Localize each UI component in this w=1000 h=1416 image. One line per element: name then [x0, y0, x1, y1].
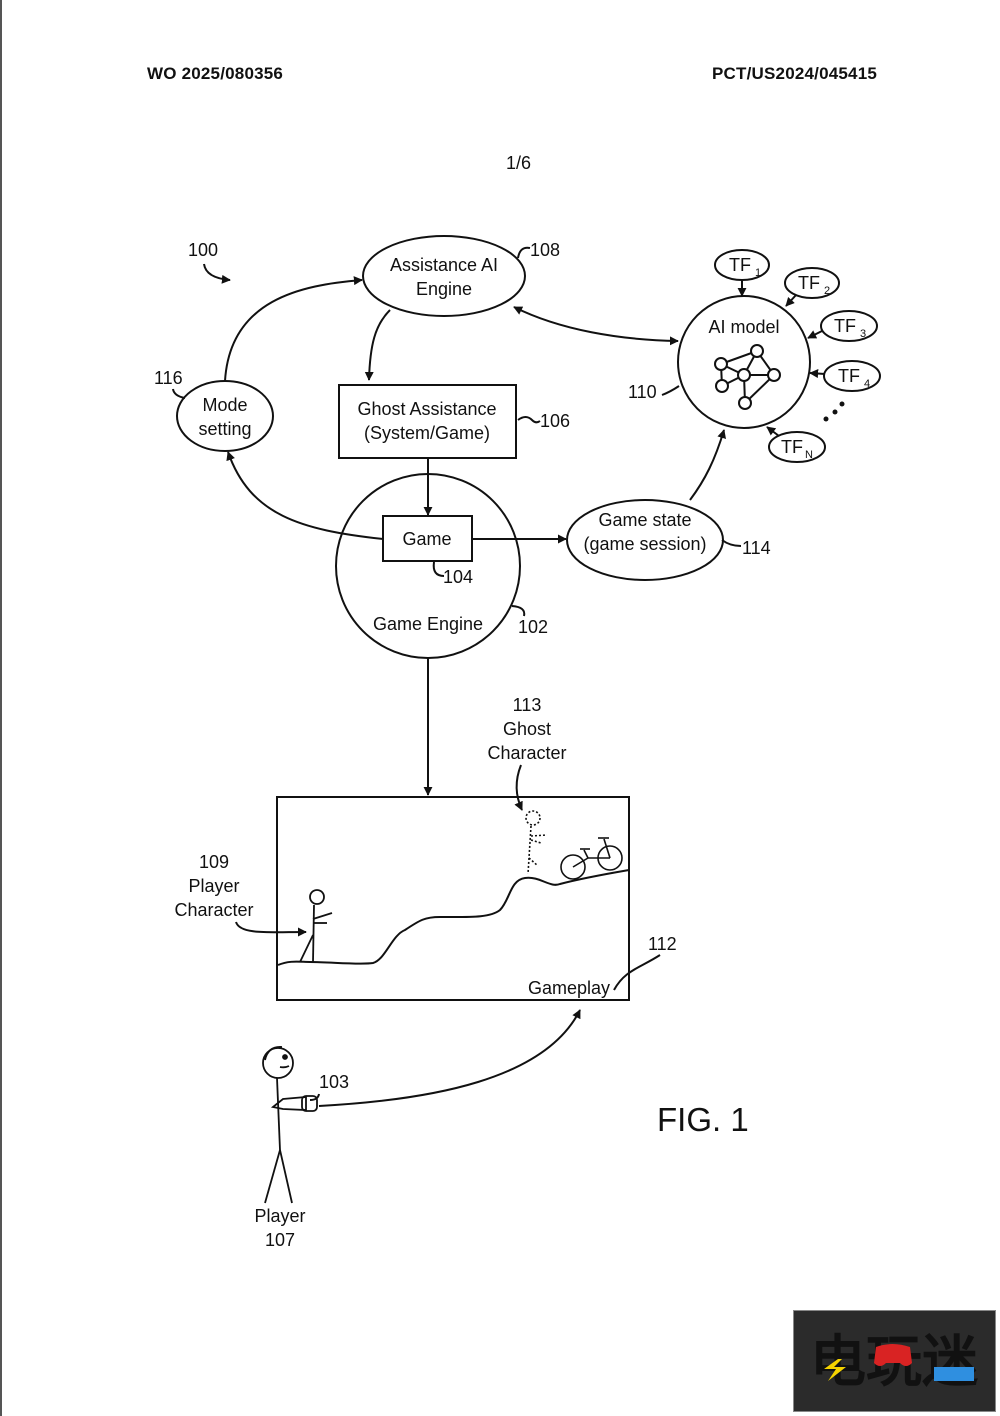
lightning-bolt-icon	[824, 1359, 846, 1381]
training-feature-tf1: TF 1	[714, 249, 770, 297]
terrain-line	[277, 869, 630, 966]
arrow-assistance-ai-model	[513, 306, 679, 346]
game-state-label-1: Game state	[598, 510, 691, 530]
mode-setting-node	[176, 380, 274, 452]
ref-100-arrow	[203, 263, 231, 284]
arrow-gamestate-to-ai-model	[689, 429, 726, 501]
sheet-number: 1/6	[506, 153, 532, 173]
assistance-ai-engine-label-2: Engine	[416, 279, 472, 299]
ref-114: 114	[742, 538, 771, 558]
ref-103: 103	[319, 1072, 349, 1092]
ai-model-label: AI model	[708, 317, 779, 337]
svg-text:N: N	[805, 449, 813, 461]
watermark-logo: 电玩迷	[793, 1310, 996, 1412]
neural-network-icon	[714, 344, 781, 410]
ref-110-leader	[661, 385, 680, 396]
ghost-character-label-2: Character	[487, 743, 566, 763]
player-character-figure	[299, 889, 333, 963]
svg-text:3: 3	[860, 328, 866, 340]
ref-106-leader	[517, 416, 541, 424]
ghost-character-label-1: Ghost	[503, 719, 551, 739]
training-feature-tf3: TF 3	[807, 310, 878, 342]
svg-text:TF: TF	[729, 255, 751, 275]
mode-setting-label-1: Mode	[202, 395, 247, 415]
player-label: Player	[254, 1206, 305, 1226]
gameplay-screen	[276, 796, 630, 1001]
gameplay-label: Gameplay	[528, 978, 610, 998]
training-feature-tf2: TF 2	[784, 267, 840, 307]
svg-text:TF: TF	[781, 437, 803, 457]
ref-102: 102	[518, 617, 548, 637]
page-left-border	[0, 0, 2, 1416]
svg-text:4: 4	[864, 378, 870, 390]
glasses-icon	[934, 1367, 974, 1381]
ref-106: 106	[540, 411, 570, 431]
training-feature-tf4: TF 4	[809, 360, 881, 392]
assistance-ai-engine-label-1: Assistance AI	[390, 255, 498, 275]
ref-116-leader	[172, 388, 186, 399]
player-character-label-1: Player	[188, 876, 239, 896]
ref-116: 116	[154, 368, 183, 388]
ghost-character-arrow	[514, 764, 523, 811]
ref-114-leader	[721, 539, 742, 547]
figure-title: FIG. 1	[657, 1101, 749, 1138]
ghost-character-figure	[525, 810, 548, 875]
svg-text:TF: TF	[838, 366, 860, 386]
gamepad-icon	[874, 1344, 912, 1366]
player-character-arrow	[235, 921, 307, 937]
ref-103-leader	[309, 1093, 320, 1101]
player-figure	[262, 1046, 318, 1204]
game-label: Game	[402, 529, 451, 549]
ghost-assistance-label-1: Ghost Assistance	[357, 399, 496, 419]
ref-110: 110	[628, 382, 657, 402]
game-node	[382, 515, 473, 562]
ref-100: 100	[188, 240, 218, 260]
ref-104-leader	[432, 561, 445, 577]
ref-108-leader	[517, 246, 531, 259]
arrow-game-to-mode	[226, 451, 384, 540]
ref-109: 109	[199, 852, 229, 872]
arrow-controller-to-gameplay	[318, 1009, 581, 1107]
ref-108: 108	[530, 240, 560, 260]
ghost-assistance-node	[338, 384, 517, 459]
publication-number: WO 2025/080356	[147, 64, 284, 83]
svg-text:1: 1	[755, 267, 761, 279]
assistance-ai-engine-node	[362, 235, 526, 317]
bicycle-icon	[560, 837, 623, 880]
game-engine-label: Game Engine	[373, 614, 483, 634]
game-state-label-2: (game session)	[583, 534, 706, 554]
arrow-mode-to-assistance	[224, 276, 363, 382]
player-character-label-2: Character	[174, 900, 253, 920]
ellipsis-dots	[823, 401, 845, 422]
svg-text:TF: TF	[834, 316, 856, 336]
ref-102-leader	[511, 605, 526, 617]
ref-113: 113	[513, 695, 542, 715]
training-feature-tfn: TF N	[766, 426, 826, 463]
ref-112-leader	[613, 954, 661, 991]
ref-112: 112	[648, 934, 677, 954]
mode-setting-label-2: setting	[198, 419, 251, 439]
svg-text:TF: TF	[798, 273, 820, 293]
ref-104: 104	[443, 567, 473, 587]
arrow-assistance-to-ghost	[364, 309, 391, 381]
ghost-assistance-label-2: (System/Game)	[364, 423, 490, 443]
ref-107: 107	[265, 1230, 295, 1250]
application-number: PCT/US2024/045415	[712, 64, 878, 83]
svg-text:2: 2	[824, 285, 830, 297]
